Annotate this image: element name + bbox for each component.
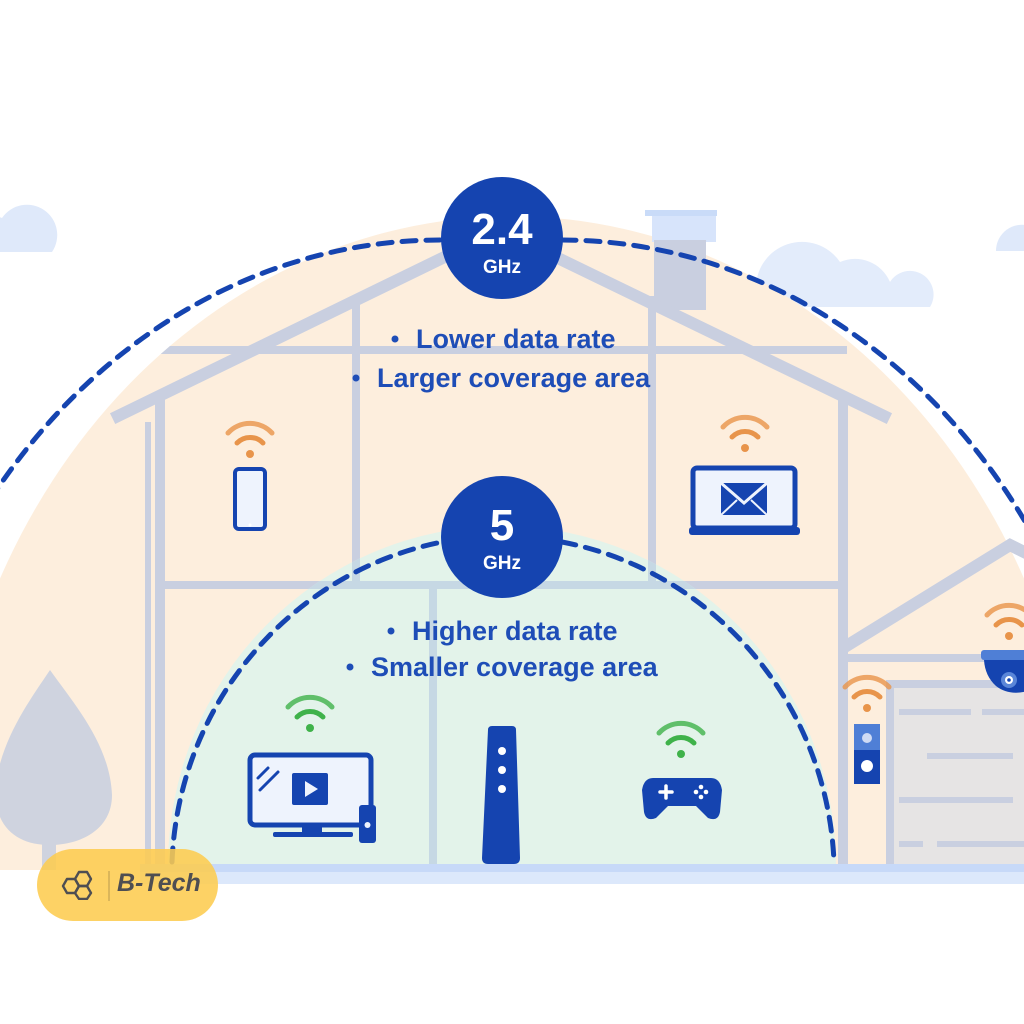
- brand-name: B-Tech: [117, 869, 201, 897]
- band-unit: GHz: [483, 553, 521, 574]
- feature-text: Smaller coverage area: [371, 652, 659, 682]
- coverage-boundary-2-4ghz: [0, 237, 443, 490]
- feature-text: Lower data rate: [416, 324, 616, 354]
- smart-tv-icon: [247, 752, 376, 843]
- wifi-signal-icon: [656, 720, 706, 758]
- wifi-signal-icon: [720, 414, 770, 452]
- wifi-signal-icon: [285, 694, 335, 732]
- wifi-signal-icon: [225, 420, 275, 458]
- wifi-signal-icon: [984, 602, 1024, 640]
- doorbell-camera-icon: [854, 724, 880, 784]
- hexagon-cluster-icon: [61, 870, 93, 900]
- band-badge-5ghz: 5 GHz: [441, 476, 563, 598]
- coverage-boundary-5ghz: [169, 539, 445, 865]
- laptop-email-icon: [689, 465, 800, 535]
- smartphone-icon: [233, 467, 267, 531]
- divider: [108, 871, 110, 901]
- band-value: 5: [490, 501, 514, 550]
- brand-badge: B-Tech: [37, 849, 218, 921]
- feature-text: Higher data rate: [412, 616, 618, 646]
- game-controller-icon: [642, 778, 722, 820]
- cloud-right: [755, 241, 934, 307]
- feature-text: Larger coverage area: [377, 363, 651, 393]
- security-camera-icon: [981, 650, 1024, 693]
- band-unit: GHz: [483, 257, 521, 278]
- band-2-4ghz-features: Lower data rate Larger coverage area: [352, 324, 651, 393]
- router-icon: [482, 726, 520, 864]
- wifi-signal-icon: [842, 674, 892, 712]
- cloud-far-right: [995, 224, 1024, 251]
- band-badge-2-4ghz: 2.4 GHz: [441, 177, 563, 299]
- band-value: 2.4: [471, 205, 533, 254]
- ground-line: [140, 864, 1024, 872]
- cloud-left: [0, 204, 58, 252]
- band-5ghz-features: Higher data rate Smaller coverage area: [346, 616, 659, 682]
